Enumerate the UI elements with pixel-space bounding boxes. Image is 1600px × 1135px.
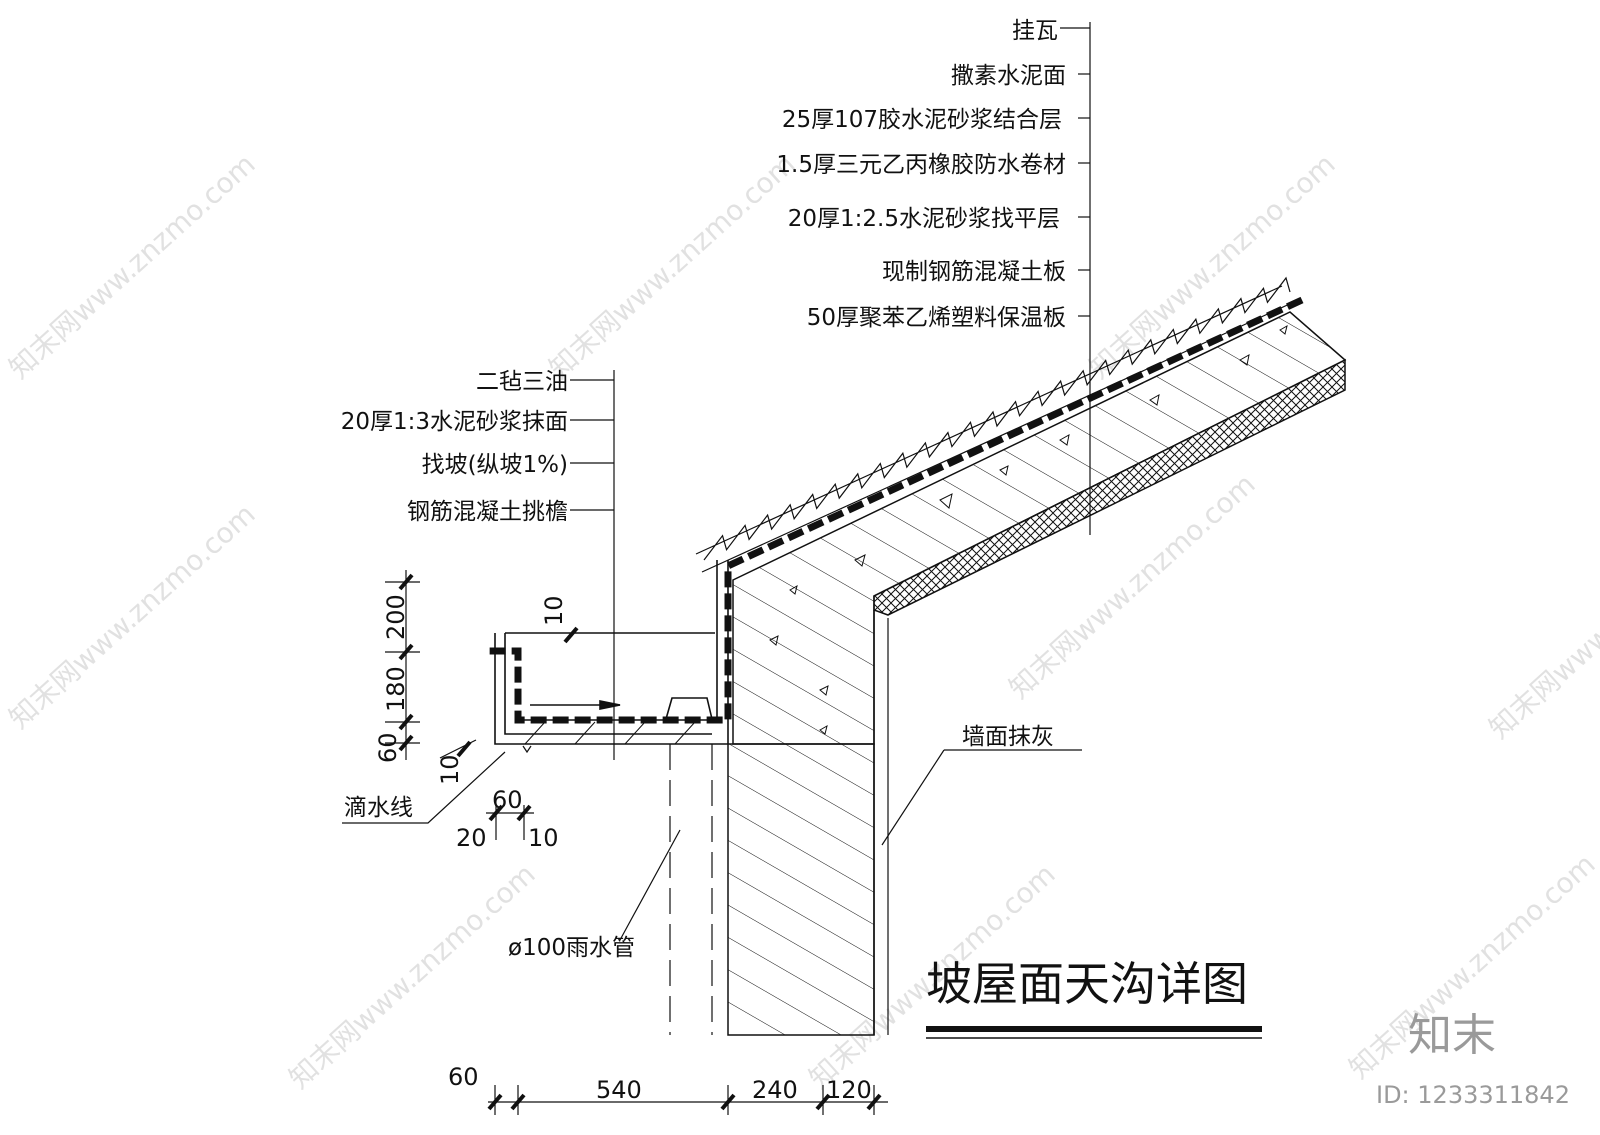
roof-slab <box>732 311 1347 745</box>
gutter-layer-label: 钢筋混凝土挑檐 <box>407 499 568 525</box>
roof-layer-label: 1.5厚三元乙丙橡胶防水卷材 <box>776 152 1066 178</box>
dim-text: 120 <box>826 1076 872 1104</box>
wall-note: 墙面抹灰 <box>962 724 1054 750</box>
brand-watermark: 知末 <box>1408 1010 1496 1061</box>
gutter-layer-labels: 二毡三油 20厚1:3水泥砂浆抹面 找坡(纵坡1%) 钢筋混凝土挑檐 <box>341 369 568 525</box>
drip-dimension-texts: 60 20 10 <box>456 786 559 852</box>
gutter-layer-label: 二毡三油 <box>476 369 568 395</box>
drip-note: 滴水线 <box>344 795 413 821</box>
image-id-label: ID: 1233311842 <box>1376 1081 1570 1109</box>
leader-lines <box>342 22 1091 941</box>
roof-layer-label: 现制钢筋混凝土板 <box>882 259 1066 285</box>
vertical-dimension-texts: 200 180 60 10 10 <box>374 594 568 785</box>
dim-text: 180 <box>382 666 410 712</box>
roof-layer-label: 20厚1:2.5水泥砂浆找平层 <box>788 206 1060 232</box>
dim-text: 10 <box>540 595 568 626</box>
dim-text: 60 <box>374 732 402 763</box>
dim-text: 60 <box>448 1063 479 1091</box>
title-underline <box>926 1026 1262 1032</box>
rain-pipe <box>613 370 713 1035</box>
dim-text: 240 <box>752 1076 798 1104</box>
roof-layer-label: 50厚聚苯乙烯塑料保温板 <box>807 305 1066 331</box>
dim-text: 10 <box>436 754 464 785</box>
gutter-layer-label: 20厚1:3水泥砂浆抹面 <box>341 409 568 435</box>
watermark-text: 知末网www.znzmo.com <box>3 497 262 735</box>
watermark-text: 知末网www.znzmo.com <box>3 147 262 385</box>
roof-layer-label: 挂瓦 <box>1012 18 1058 44</box>
roof-layer-label: 25厚107胶水泥砂浆结合层 <box>782 107 1062 133</box>
bottom-dimension-texts: 60 540 240 120 <box>448 1063 872 1104</box>
dimension-lines <box>385 570 888 1115</box>
roof-layer-label: 撒素水泥面 <box>951 63 1066 89</box>
watermark-text: 知末网www.znzmo.com <box>1483 507 1600 745</box>
drawing-title: 坡屋面天沟详图 <box>926 957 1248 1011</box>
gutter-layer-label: 找坡(纵坡1%) <box>422 452 568 478</box>
dim-text: 60 <box>492 786 523 814</box>
dim-text: 200 <box>382 594 410 640</box>
gutter <box>494 560 729 754</box>
dim-text: 10 <box>528 824 559 852</box>
drawing-title-block: 坡屋面天沟详图 <box>926 957 1262 1039</box>
pipe-note: ø100雨水管 <box>508 935 635 961</box>
roof-layer-labels: 挂瓦 撒素水泥面 25厚107胶水泥砂浆结合层 1.5厚三元乙丙橡胶防水卷材 2… <box>776 18 1066 331</box>
watermark-text: 知末网www.znzmo.com <box>543 147 802 385</box>
dim-text: 20 <box>456 824 487 852</box>
dim-text: 540 <box>596 1076 642 1104</box>
watermark-text: 知末网www.znzmo.com <box>283 857 542 1095</box>
